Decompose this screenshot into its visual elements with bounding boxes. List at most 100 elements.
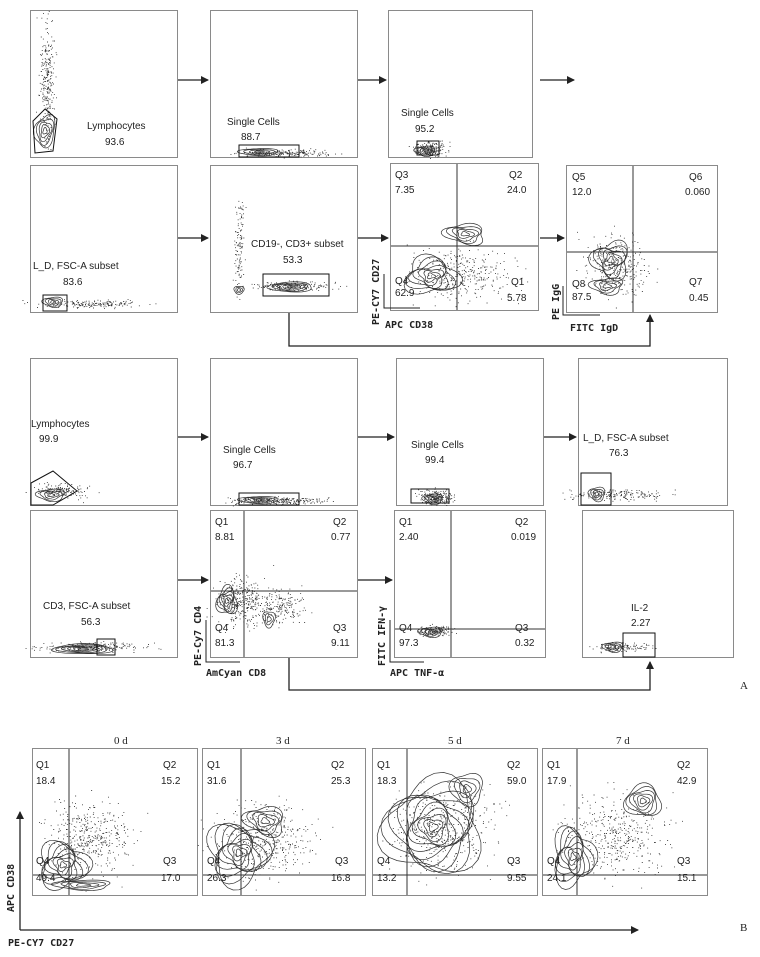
quadrant-q6-value: 0.060 bbox=[685, 187, 711, 198]
quadrant-q2-value: 15.2 bbox=[161, 776, 181, 787]
quadrant-q3-value: 9.11 bbox=[331, 638, 350, 649]
gate-value: 93.6 bbox=[105, 137, 125, 148]
quadrant-q3-value: 17.0 bbox=[161, 873, 181, 884]
plot-r3-single-cells-b: Single Cells 99.4 bbox=[396, 358, 544, 507]
quadrant-q3-value: 16.8 bbox=[331, 873, 351, 884]
quadrant-q8-value: 87.5 bbox=[572, 292, 592, 303]
quadrant-q4-value: 26.3 bbox=[207, 873, 227, 884]
quadrant-q1-value: 17.9 bbox=[547, 776, 567, 787]
day-label-5: 5 d bbox=[448, 735, 462, 747]
gate-label: IL-2 bbox=[631, 603, 649, 614]
quadrant-q5-label: Q5 bbox=[572, 172, 586, 183]
quadrant-q1-value: 31.6 bbox=[207, 776, 227, 787]
quadrant-q4-label: Q4 bbox=[377, 856, 391, 867]
quadrant-q1-label: Q1 bbox=[511, 277, 525, 288]
quadrant-q2-label: Q2 bbox=[509, 170, 523, 181]
contour-cd27-cd38 bbox=[391, 164, 538, 310]
contour-day-7 bbox=[543, 749, 707, 895]
day-label-0: 0 d bbox=[114, 735, 128, 747]
quadrant-q5-value: 12.0 bbox=[572, 187, 592, 198]
quadrant-q4-label: Q4 bbox=[547, 856, 561, 867]
quadrant-q3-label: Q3 bbox=[677, 856, 691, 867]
quadrant-q1-label: Q1 bbox=[36, 760, 50, 771]
axis-fitc-ifn: FITC IFN-γ bbox=[377, 605, 388, 666]
contour-single-cells bbox=[408, 140, 451, 159]
quadrant-q3-value: 15.1 bbox=[677, 873, 697, 884]
plot-r4-cd4-cd8: Q1 8.81 Q2 0.77 Q4 81.3 Q3 9.11 bbox=[206, 510, 358, 658]
axis-pe-cy7-cd4: PE-Cy7 CD4 bbox=[193, 605, 204, 666]
quadrant-q3-label: Q3 bbox=[507, 856, 521, 867]
gate-value: 88.7 bbox=[241, 132, 261, 143]
quadrant-q1-label: Q1 bbox=[207, 760, 221, 771]
quadrant-q4-label: Q4 bbox=[215, 623, 229, 634]
axis-fitc-igd: FITC IgD bbox=[570, 323, 619, 334]
axis-apc-tnf: APC TNF-α bbox=[390, 668, 445, 679]
quadrant-q1-label: Q1 bbox=[399, 517, 413, 528]
plot-r2-ld-fsc: L_D, FSC-A subset 83.6 bbox=[22, 165, 178, 313]
gate-value: 83.6 bbox=[63, 277, 83, 288]
quadrant-q2-value: 0.019 bbox=[511, 532, 537, 543]
gate-label: Single Cells bbox=[227, 117, 280, 128]
quadrant-q3-label: Q3 bbox=[163, 856, 177, 867]
quadrant-q2-value: 24.0 bbox=[507, 185, 527, 196]
contour-day-0 bbox=[33, 749, 197, 895]
gate-label: L_D, FSC-A subset bbox=[33, 261, 119, 272]
plot-r2-cd19-cd3: CD19-, CD3+ subset 53.3 bbox=[210, 165, 358, 313]
quadrant-q2-value: 0.77 bbox=[331, 532, 351, 543]
quadrant-q2-label: Q2 bbox=[515, 517, 529, 528]
quadrant-q6-label: Q6 bbox=[689, 172, 703, 183]
quadrant-q4-value: 62.9 bbox=[395, 288, 415, 299]
quadrant-q2-value: 25.3 bbox=[331, 776, 351, 787]
quadrant-q4-value: 97.3 bbox=[399, 638, 419, 649]
quadrant-q3-value: 7.35 bbox=[395, 185, 415, 196]
plot-r4-il2: IL-2 2.27 bbox=[582, 510, 734, 658]
quadrant-q3-label: Q3 bbox=[333, 623, 347, 634]
quadrant-q2-label: Q2 bbox=[333, 517, 347, 528]
quadrant-q1-value: 8.81 bbox=[215, 532, 235, 543]
gate-value: 99.9 bbox=[39, 434, 59, 445]
gate-label: Single Cells bbox=[401, 108, 454, 119]
quadrant-q1-value: 18.4 bbox=[36, 776, 56, 787]
plot-r2-cd27-cd38: Q3 7.35 Q2 24.0 Q4 62.9 Q1 5.78 bbox=[390, 163, 539, 311]
quadrant-q3-value: 9.55 bbox=[507, 873, 527, 884]
plot-r1-single-cells-b: Single Cells 95.2 bbox=[388, 10, 533, 159]
gate-value: 76.3 bbox=[609, 448, 629, 459]
plot-r1-lymphocytes: Lymphocytes 93.6 bbox=[30, 10, 178, 158]
quadrant-q1-label: Q1 bbox=[215, 517, 229, 528]
quadrant-q4-value: 24.1 bbox=[547, 873, 567, 884]
plot-r2-igg-igd: Q5 12.0 Q6 0.060 Q8 87.5 Q7 0.45 bbox=[566, 165, 718, 313]
quadrant-q4-value: 49.4 bbox=[36, 873, 56, 884]
plot-r4-cd3-fsc: CD3, FSC-A subset 56.3 bbox=[25, 510, 178, 658]
gate-label: L_D, FSC-A subset bbox=[583, 433, 669, 444]
quadrant-q2-value: 59.0 bbox=[507, 776, 527, 787]
quadrant-q3-label: Q3 bbox=[335, 856, 349, 867]
quadrant-q7-value: 0.45 bbox=[689, 293, 709, 304]
contour-cd3-subset bbox=[232, 200, 348, 300]
contour-igg-igd bbox=[567, 166, 717, 312]
day-label-3: 3 d bbox=[276, 735, 290, 747]
connector-r4-bottom bbox=[288, 658, 654, 691]
gate-value: 99.4 bbox=[425, 455, 445, 466]
quadrant-q4-value: 81.3 bbox=[215, 638, 235, 649]
quadrant-q1-label: Q1 bbox=[547, 760, 561, 771]
quadrant-q4-value: 13.2 bbox=[377, 873, 397, 884]
axis-pe-cy7-cd27: PE-CY7 CD27 bbox=[371, 258, 382, 325]
contour-cd4-cd8 bbox=[206, 511, 357, 657]
gate-label: Lymphocytes bbox=[31, 419, 90, 430]
axis-apc-cd38: APC CD38 bbox=[385, 320, 434, 331]
contour-single-cells bbox=[225, 492, 334, 507]
quadrant-q4-label: Q4 bbox=[207, 856, 221, 867]
quadrant-q1-value: 18.3 bbox=[377, 776, 397, 787]
plot-r3-lymphocytes: Lymphocytes 99.9 bbox=[25, 358, 178, 506]
axis-amcyan-cd8: AmCyan CD8 bbox=[206, 668, 267, 679]
quadrant-q4-label: Q4 bbox=[36, 856, 50, 867]
panel-label-a: A bbox=[740, 680, 748, 692]
quadrant-q2-label: Q2 bbox=[677, 760, 691, 771]
contour-day-5 bbox=[373, 749, 537, 895]
quadrant-q2-label: Q2 bbox=[331, 760, 345, 771]
plot-day-3: Q1 31.6 Q2 25.3 Q4 26.3 Q3 16.8 bbox=[197, 748, 366, 896]
quadrant-q1-label: Q1 bbox=[377, 760, 391, 771]
contour-single-cells bbox=[230, 144, 343, 159]
axis-pe-cy7-cd27-timecourse: PE-CY7 CD27 bbox=[8, 938, 75, 949]
contour-cd3-subset bbox=[25, 638, 162, 656]
